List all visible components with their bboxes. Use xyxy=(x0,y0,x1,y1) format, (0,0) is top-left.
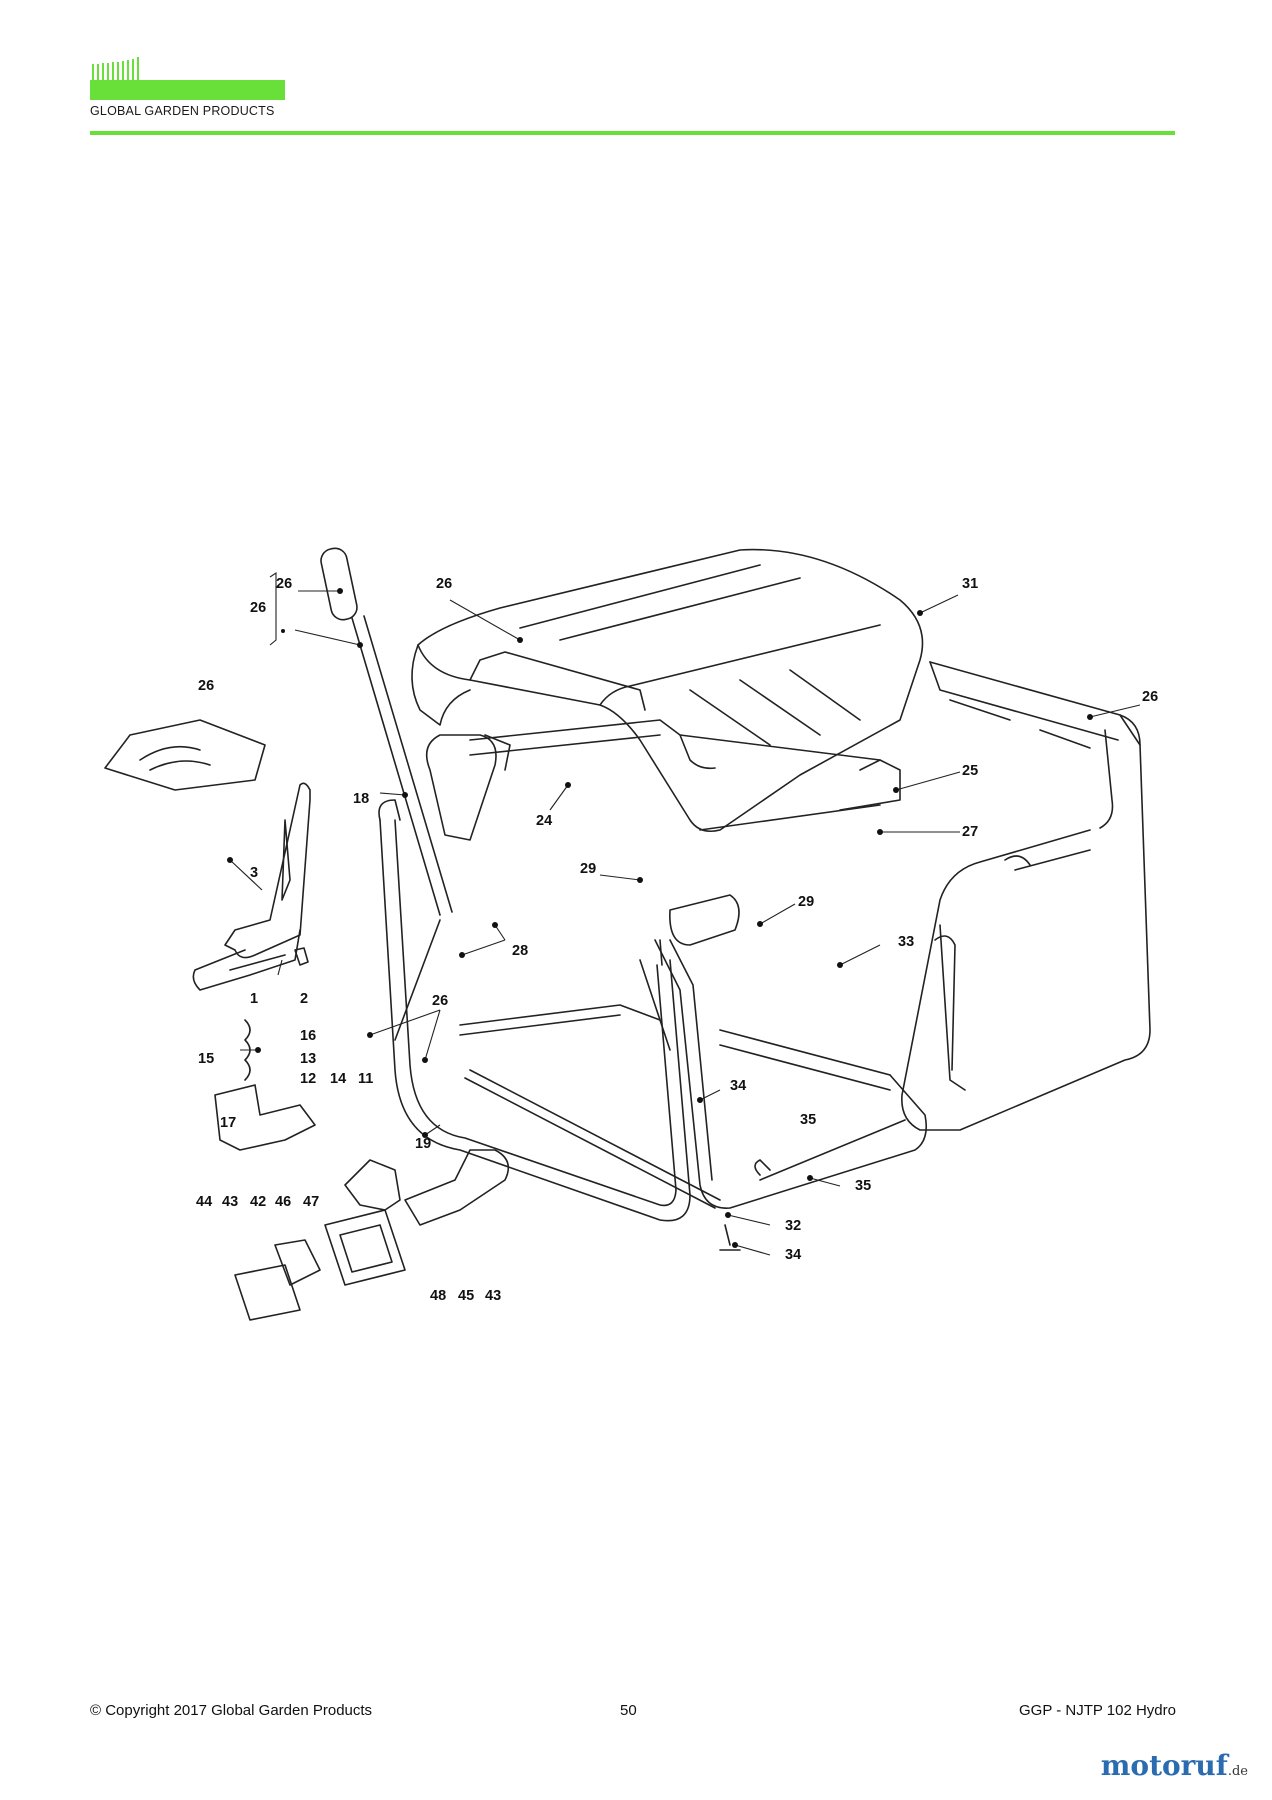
footer-page-number: 50 xyxy=(620,1702,637,1719)
callout-25: 26 xyxy=(276,576,292,592)
callout-3: 3 xyxy=(250,865,258,881)
callout-33: 32 xyxy=(785,1218,801,1234)
callout-26-lower: 26 xyxy=(432,993,448,1009)
callout-46: 44 xyxy=(196,1194,212,1210)
brand-name: GLOBAL GARDEN PRODUCTS xyxy=(90,104,275,118)
callout-41: 42 xyxy=(250,1194,266,1210)
callout-22: 26 xyxy=(1142,689,1158,705)
callout-45: 46 xyxy=(275,1194,291,1210)
callout-43: 43 xyxy=(485,1288,501,1304)
callout-23: 26 xyxy=(436,576,452,592)
watermark-tld: .de xyxy=(1227,1764,1248,1779)
callout-labels: 26 26 26 31 26 26 25 18 24 27 3 29 29 33… xyxy=(196,576,1158,1304)
callout-20: 24 xyxy=(536,813,552,829)
callout-29-a: 34 xyxy=(730,1078,746,1094)
callout-13: 14 xyxy=(330,1071,346,1087)
callout-31: 31 xyxy=(962,576,978,592)
callout-28: 29 xyxy=(580,861,596,877)
callout-14: 11 xyxy=(358,1071,373,1087)
header-rule xyxy=(90,131,1175,135)
footer-copyright: © Copyright 2017 Global Garden Products xyxy=(90,1702,373,1719)
watermark: motoruf.de xyxy=(1101,1749,1248,1782)
brand-logo: GLOBAL GARDEN PRODUCTS xyxy=(90,56,290,126)
callout-27: 29 xyxy=(798,894,814,910)
callout-29-b: 34 xyxy=(785,1247,801,1263)
callout-19: 19 xyxy=(415,1136,431,1152)
callout-26-bag: 26 xyxy=(198,678,214,694)
callout-48: 48 xyxy=(430,1288,446,1304)
callout-18: 18 xyxy=(353,791,369,807)
callout-21: 25 xyxy=(962,763,978,779)
callout-16: 16 xyxy=(300,1028,316,1044)
callout-17: 17 xyxy=(220,1115,236,1131)
watermark-name: motoruf xyxy=(1100,1749,1228,1782)
callout-12: 13 xyxy=(300,1051,316,1067)
callout-35: 35 xyxy=(800,1112,816,1128)
callout-44: 45 xyxy=(458,1288,474,1304)
logo-bars-icon xyxy=(90,57,285,100)
bag-lid xyxy=(417,548,924,833)
callout-24: 26 xyxy=(250,600,266,616)
callout-47: 47 xyxy=(303,1194,319,1210)
callout-34: 35 xyxy=(855,1178,871,1194)
bracket-1 xyxy=(224,782,311,959)
callout-15: 15 xyxy=(198,1051,214,1067)
grass-bag xyxy=(901,661,1151,1131)
callout-11: 12 xyxy=(300,1071,316,1087)
lever-handle xyxy=(320,547,358,621)
callout-26-mid: 28 xyxy=(512,943,528,959)
footer-model: GGP - NJTP 102 Hydro xyxy=(1018,1702,1176,1719)
callout-32: 33 xyxy=(898,934,914,950)
callout-1: 1 xyxy=(250,991,258,1007)
frame-19 xyxy=(379,819,691,1222)
callout-26-right: 27 xyxy=(962,824,978,840)
callout-2: 2 xyxy=(300,991,308,1007)
callout-42: 43 xyxy=(222,1194,238,1210)
